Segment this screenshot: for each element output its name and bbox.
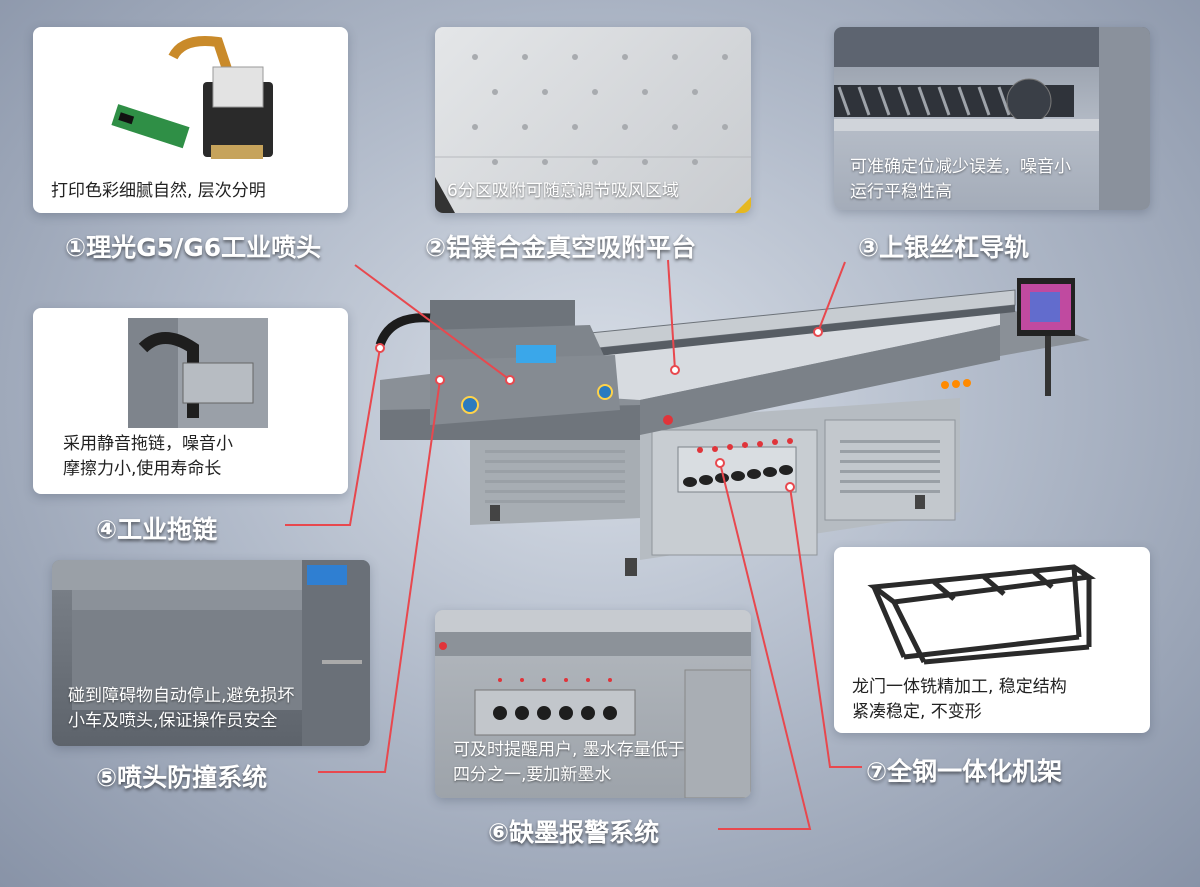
feature-card-vacuum-table: 6分区吸附可随意调节吸风区域 <box>435 27 751 213</box>
feature-card-anti-collision: 碰到障碍物自动停止,避免损坏 小车及喷头,保证操作员安全 <box>52 560 370 746</box>
feature-card-steel-frame: 龙门一体铣精加工, 稳定结构 紧凑稳定, 不变形 <box>834 547 1150 733</box>
drag-chain-photo-icon <box>128 318 268 428</box>
feature-caption: 龙门一体铣精加工, 稳定结构 紧凑稳定, 不变形 <box>852 677 1067 722</box>
feature-caption: 6分区吸附可随意调节吸风区域 <box>447 181 679 201</box>
feature-card-ink-alarm: 可及时提醒用户, 墨水存量低于 四分之一,要加新墨水 <box>435 610 751 798</box>
ink-alarm-photo-icon <box>435 610 751 798</box>
screw-rail-photo-icon <box>834 27 1150 210</box>
vacuum-table-photo-icon <box>435 54 751 213</box>
feature-card-drag-chain: 采用静音拖链，噪音小 摩擦力小,使用寿命长 <box>33 308 348 494</box>
feature-card-printhead: 打印色彩细腻自然, 层次分明 <box>33 27 348 213</box>
feature-caption: 打印色彩细腻自然, 层次分明 <box>51 181 266 201</box>
feature-title-drag-chain: ④工业拖链 <box>96 515 218 544</box>
feature-title-vacuum-table: ②铝镁合金真空吸附平台 <box>425 233 697 262</box>
feature-caption: 碰到障碍物自动停止,避免损坏 小车及喷头,保证操作员安全 <box>68 686 295 731</box>
feature-card-screw-rail: 可准确定位减少误差，噪音小 运行平稳性高 <box>834 27 1150 210</box>
printhead-photo-icon <box>111 36 273 159</box>
feature-caption: 可及时提醒用户, 墨水存量低于 四分之一,要加新墨水 <box>453 740 685 785</box>
anti-collision-photo-icon <box>52 560 370 746</box>
feature-title-anti-collision: ⑤喷头防撞系统 <box>96 763 268 792</box>
feature-title-ink-alarm: ⑥缺墨报警系统 <box>488 818 660 847</box>
feature-title-printhead: ①理光G5/G6工业喷头 <box>65 233 322 262</box>
feature-caption: 可准确定位减少误差，噪音小 运行平稳性高 <box>850 157 1071 202</box>
steel-frame-photo-icon <box>867 564 1096 665</box>
feature-title-steel-frame: ⑦全钢一体化机架 <box>866 757 1063 786</box>
feature-title-screw-rail: ③上银丝杠导轨 <box>858 233 1030 262</box>
feature-caption: 采用静音拖链，噪音小 摩擦力小,使用寿命长 <box>63 434 233 479</box>
